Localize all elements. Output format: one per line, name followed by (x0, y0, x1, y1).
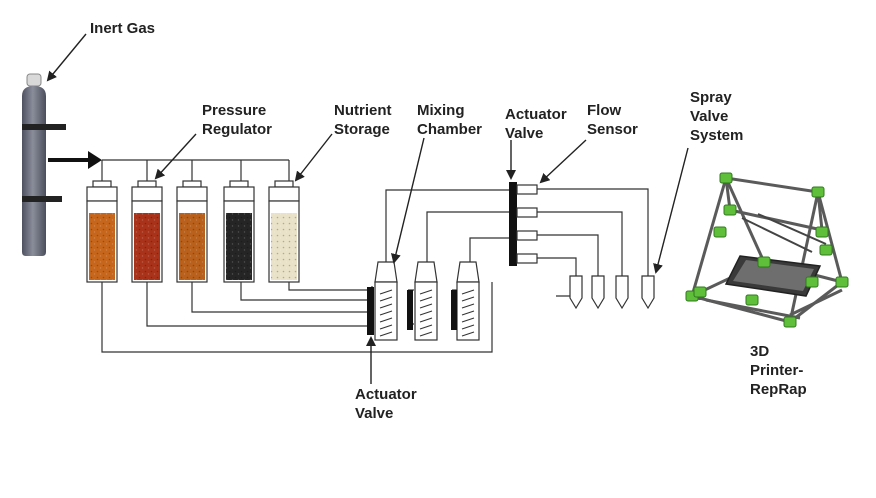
label-printer-1: 3D (750, 343, 769, 360)
mixing-chamber (414, 261, 438, 341)
label-mixing-chamber-1: Mixing (417, 102, 465, 119)
label-arrows (46, 33, 689, 384)
actuator-valve-top-bar (509, 182, 517, 266)
nutrient-bottle (223, 180, 255, 283)
label-actuator-valve-top-2: Valve (505, 125, 543, 142)
mixing-chambers (374, 261, 480, 341)
label-flow-sensor-1: Flow (587, 102, 621, 119)
label-spray-valve-system-3: System (690, 127, 743, 144)
label-mixing-chamber-2: Chamber (417, 121, 482, 138)
label-actuator-valve-top-1: Actuator (505, 106, 567, 123)
nutrient-bottle (86, 180, 118, 283)
spray-nozzle (569, 275, 583, 310)
label-spray-valve-system-1: Spray (690, 89, 732, 106)
supply-lines (101, 282, 493, 353)
mixing-chamber (456, 261, 480, 341)
mixer-to-valve-lines (385, 189, 510, 262)
spray-nozzle (591, 275, 605, 310)
spray-valves (569, 275, 655, 310)
label-spray-valve-system-2: Valve (690, 108, 728, 125)
nutrient-bottle (268, 180, 300, 283)
label-printer-2: Printer- (750, 362, 803, 379)
label-printer-3: RepRap (750, 381, 807, 398)
label-actuator-valve-bottom-1: Actuator (355, 386, 417, 403)
label-flow-sensor-2: Sensor (587, 121, 638, 138)
flow-sensors (516, 184, 538, 264)
nutrient-storage-bottles (86, 180, 300, 283)
nutrient-bottle (131, 180, 163, 283)
label-pressure-regulator-1: Pressure (202, 102, 266, 119)
label-inert-gas: Inert Gas (90, 20, 155, 37)
label-pressure-regulator-2: Regulator (202, 121, 272, 138)
spray-nozzle (615, 275, 629, 310)
mixing-chamber (374, 261, 398, 341)
actuator-valve-bottom-bar (367, 287, 374, 335)
spray-lines (537, 188, 649, 297)
inert-gas-cylinder (22, 73, 66, 256)
spray-nozzle (641, 275, 655, 310)
3d-printer-reprap (685, 172, 849, 328)
label-nutrient-storage-1: Nutrient (334, 102, 392, 119)
nutrient-bottle (176, 180, 208, 283)
label-nutrient-storage-2: Storage (334, 121, 390, 138)
label-actuator-valve-bottom-2: Valve (355, 405, 393, 422)
gas-manifold (101, 159, 290, 182)
